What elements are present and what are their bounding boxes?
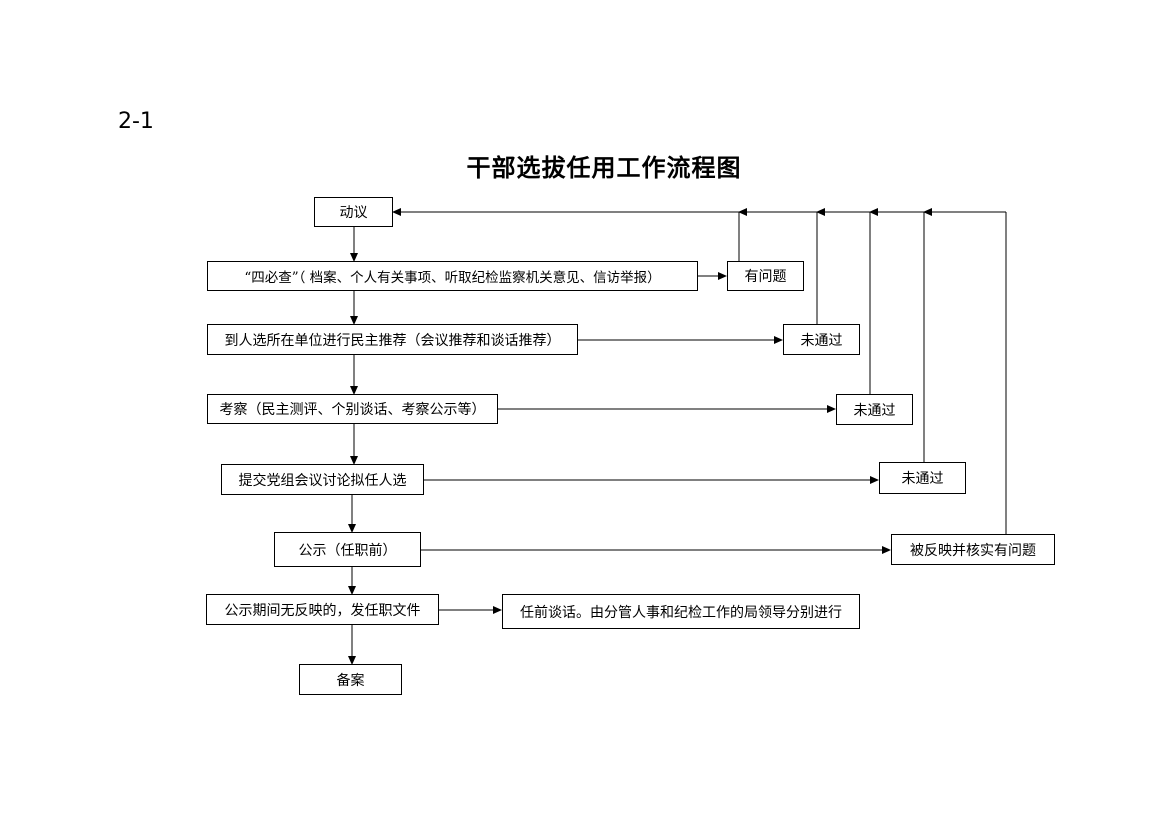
arrowhead-return-1 <box>738 208 747 216</box>
arrowhead-return-4 <box>923 208 932 216</box>
node-not-passed-2: 未通过 <box>836 394 913 425</box>
arrowhead-return-3 <box>869 208 878 216</box>
node-pre-talk: 任前谈话。由分管人事和纪检工作的局领导分别进行 <box>502 594 860 629</box>
node-party-meeting: 提交党组会议讨论拟任人选 <box>221 464 424 495</box>
node-inspection: 考察（民主测评、个别谈话、考察公示等） <box>207 394 498 424</box>
node-four-checks: “四必查”（ 档案、个人有关事项、听取纪检监察机关意见、信访举报） <box>207 261 698 291</box>
arrowhead-return-2 <box>816 208 825 216</box>
diagram-title: 干部选拔任用工作流程图 <box>466 153 742 182</box>
node-recommendation: 到人选所在单位进行民主推荐（会议推荐和谈话推荐） <box>207 324 578 355</box>
page-label: 2-1 <box>118 109 154 134</box>
node-not-passed-3: 未通过 <box>879 462 966 494</box>
node-not-passed-1: 未通过 <box>783 324 860 355</box>
node-has-problem: 有问题 <box>727 261 804 291</box>
node-issue-document: 公示期间无反映的，发任职文件 <box>206 594 439 625</box>
node-motion: 动议 <box>314 197 393 227</box>
node-filing: 备案 <box>299 664 402 695</box>
node-publicity: 公示（任职前） <box>274 532 421 567</box>
node-verified-problem: 被反映并核实有问题 <box>891 534 1055 565</box>
